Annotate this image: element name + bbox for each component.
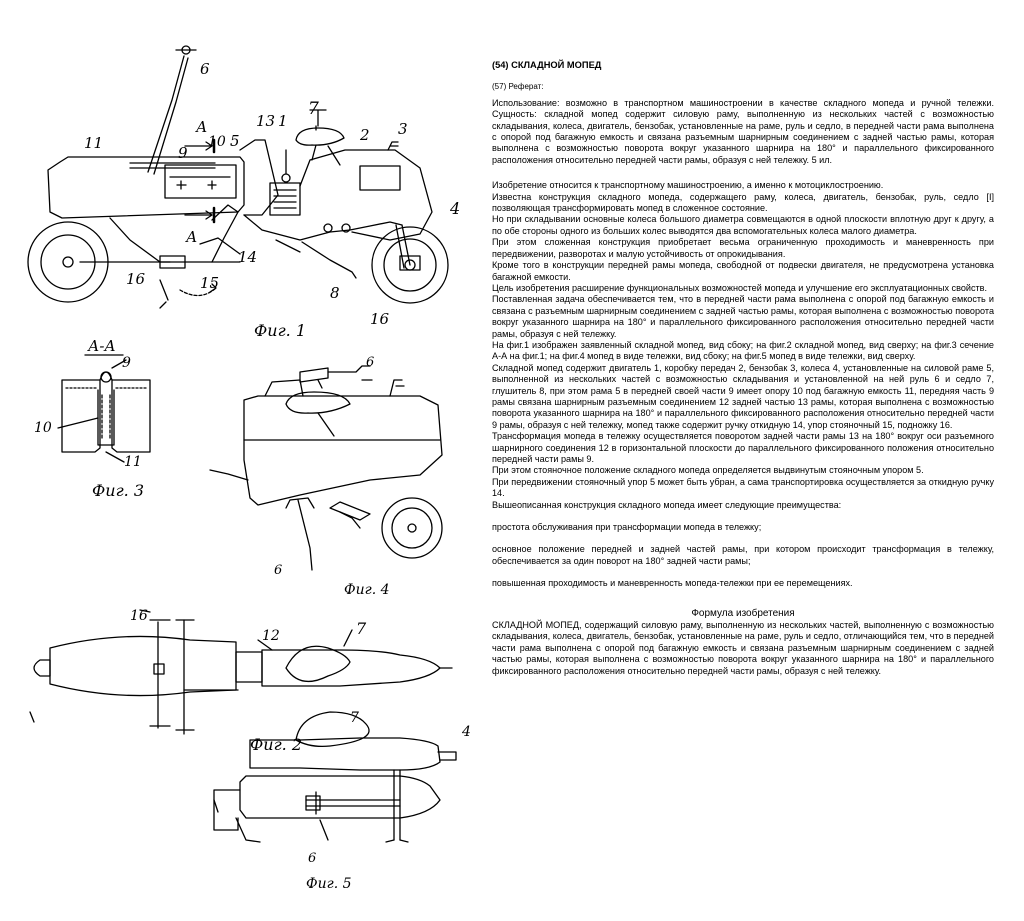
figure-3-section-a-a xyxy=(58,355,150,462)
label-3: 3 xyxy=(398,120,408,138)
abstract-label: (57) Реферат: xyxy=(492,82,544,92)
patent-text: (54) СКЛАДНОЙ МОПЕД (57) Реферат: Исполь… xyxy=(492,60,994,677)
label-9-fig3: 9 xyxy=(122,355,131,371)
label-10-fig3: 10 xyxy=(34,420,52,436)
label-11-fig1: 11 xyxy=(84,134,103,152)
label-12: 12 xyxy=(262,628,280,644)
label-6-fig4: 6 xyxy=(366,355,374,370)
figure-1-moped-side-view xyxy=(28,46,448,308)
paragraph-13: Вышеописанная конструкция складного мопе… xyxy=(492,499,842,510)
label-7-fig1: 7 xyxy=(308,99,319,119)
patent-title: (54) СКЛАДНОЙ МОПЕД xyxy=(492,60,602,70)
label-2: 2 xyxy=(359,126,370,144)
paragraph-6: Цель изобретения расширение функциональн… xyxy=(492,282,988,293)
paragraph-3: Но при складывании основные колеса больш… xyxy=(492,214,994,236)
label-5-fig1: 5 xyxy=(230,132,240,150)
label-6-fig5: 6 xyxy=(308,851,316,866)
label-1: 1 xyxy=(278,112,288,130)
fig1-caption: Фиг. 1 xyxy=(254,321,306,340)
label-4-fig1: 4 xyxy=(449,199,460,218)
fig4-caption: Фиг. 4 xyxy=(344,582,390,598)
paragraph-11: При этом стояночное положение складного … xyxy=(492,465,924,476)
label-14: 14 xyxy=(238,248,257,266)
paragraph-8: На фиг.1 изображен заявленный складной м… xyxy=(492,339,994,362)
figure-5-trolley-top-view xyxy=(214,712,456,842)
label-10-fig1: 10 xyxy=(208,134,226,150)
paragraph-4: При этом сложенная конструкция приобрета… xyxy=(492,237,994,259)
paragraph-7: Поставленная задача обеспечивается тем, … xyxy=(492,294,994,339)
label-7-fig2: 7 xyxy=(356,619,367,638)
claim-text: СКЛАДНОЙ МОПЕД, содержащий силовую раму,… xyxy=(492,620,994,676)
label-9-fig1: 9 xyxy=(178,144,188,162)
section-a-a-title: А-А xyxy=(87,337,116,355)
fig3-caption: Фиг. 3 xyxy=(92,481,144,500)
fig5-caption: Фиг. 5 xyxy=(306,876,352,892)
label-13: 13 xyxy=(256,112,275,130)
label-11-fig3: 11 xyxy=(124,454,142,470)
label-a-bottom: А xyxy=(185,228,197,246)
paragraph-12: При передвижении стояночный упор 5 может… xyxy=(492,476,994,499)
paragraph-1: Изобретение относится к транспортному ма… xyxy=(492,180,884,191)
label-16-front: 16 xyxy=(370,310,390,328)
patent-drawings: 6 11 А 9 10 5 13 1 7 2 3 4 А 14 16 15 8 … xyxy=(0,0,471,892)
paragraph-10: Трансформация мопеда в тележку осуществл… xyxy=(492,431,994,464)
label-6-fig1: 6 xyxy=(200,60,210,78)
paragraph-9: Складной мопед содержит двигатель 1, кор… xyxy=(492,362,994,430)
label-7-fig5: 7 xyxy=(350,710,359,726)
label-16-fig1: 16 xyxy=(126,270,146,288)
label-a-top: А xyxy=(195,118,207,136)
label-15: 15 xyxy=(200,274,219,292)
advantage-2: основное положение передней и задней час… xyxy=(492,544,994,566)
formula-title: Формула изобретения xyxy=(691,607,795,619)
advantage-1: простота обслуживания при трансформации … xyxy=(492,522,762,533)
label-4-fig5: 4 xyxy=(461,724,471,740)
label-6-fig4-bottom: 6 xyxy=(274,563,282,578)
fig2-caption: Фиг. 2 xyxy=(250,735,302,754)
abstract-text: Использование: возможно в транспортном м… xyxy=(492,97,994,165)
figure-2-moped-top-view xyxy=(30,610,452,734)
label-16-fig2: 16 xyxy=(130,608,148,624)
paragraph-5: Кроме того в конструкции передней рамы м… xyxy=(492,260,994,282)
paragraph-2: Известна конструкция складного мопеда, с… xyxy=(492,191,994,214)
figure-labels: 6 11 А 9 10 5 13 1 7 2 3 4 А 14 16 15 8 … xyxy=(34,60,471,892)
figure-4-trolley-side-view xyxy=(210,366,442,570)
label-8: 8 xyxy=(330,284,340,302)
advantage-3: повышенная проходимость и маневренность … xyxy=(492,578,853,589)
